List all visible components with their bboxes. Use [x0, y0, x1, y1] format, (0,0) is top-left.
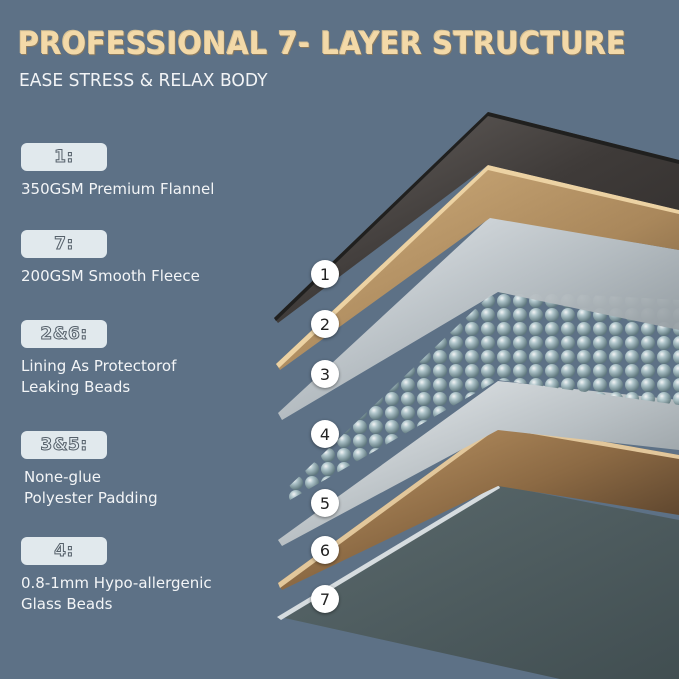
layer-flannel	[274, 112, 679, 323]
layer-marker-3: 3	[311, 360, 339, 388]
legend-item-lining: 2&6: Lining As Protectorof Leaking Beads	[21, 320, 176, 398]
layer-marker-2: 2	[311, 310, 339, 338]
legend-description: None-glue Polyester Padding	[24, 467, 158, 509]
legend-item-beads: 4: 0.8-1mm Hypo-allergenic Glass Beads	[21, 537, 212, 615]
layer-glass-beads	[285, 290, 679, 500]
legend-text-line: Glass Beads	[21, 595, 113, 613]
legend-badge: 1:	[21, 143, 107, 171]
layer-marker-6: 6	[311, 536, 339, 564]
layer-marker-7: 7	[311, 585, 339, 613]
legend-badge: 3&5:	[21, 431, 107, 459]
legend-badge: 2&6:	[21, 320, 107, 348]
legend-description: 200GSM Smooth Fleece	[21, 266, 200, 287]
layer-marker-5: 5	[311, 489, 339, 517]
legend-text-line: 0.8-1mm Hypo-allergenic	[21, 574, 212, 592]
legend-text-line: 350GSM Premium Flannel	[21, 180, 215, 198]
legend-item-fleece: 7: 200GSM Smooth Fleece	[21, 230, 200, 287]
layer-lining-bottom	[278, 423, 679, 590]
layer-fleece	[280, 485, 679, 679]
page-subtitle: EASE STRESS & RELAX BODY	[19, 70, 268, 91]
legend-description: 350GSM Premium Flannel	[21, 179, 214, 200]
layer-padding-top	[278, 217, 679, 420]
layer-lining-top	[276, 165, 679, 370]
page-title: PROFESSIONAL 7- LAYER STRUCTURE	[18, 26, 627, 62]
legend-text-line: Polyester Padding	[24, 489, 158, 507]
legend-item-flannel: 1: 350GSM Premium Flannel	[21, 143, 214, 200]
legend-badge: 4:	[21, 537, 107, 565]
legend-description: 0.8-1mm Hypo-allergenic Glass Beads	[21, 573, 212, 615]
layer-marker-4: 4	[311, 420, 339, 448]
legend-item-padding: 3&5: None-glue Polyester Padding	[21, 431, 158, 509]
legend-text-line: Leaking Beads	[21, 378, 131, 396]
legend-text-line: 200GSM Smooth Fleece	[21, 267, 200, 285]
layer-marker-1: 1	[311, 260, 339, 288]
layer-padding-bottom	[278, 381, 679, 546]
legend-description: Lining As Protectorof Leaking Beads	[21, 356, 176, 398]
legend-text-line: None-glue	[24, 468, 101, 486]
legend-badge: 7:	[21, 230, 107, 258]
legend-text-line: Lining As Protectorof	[21, 357, 177, 375]
